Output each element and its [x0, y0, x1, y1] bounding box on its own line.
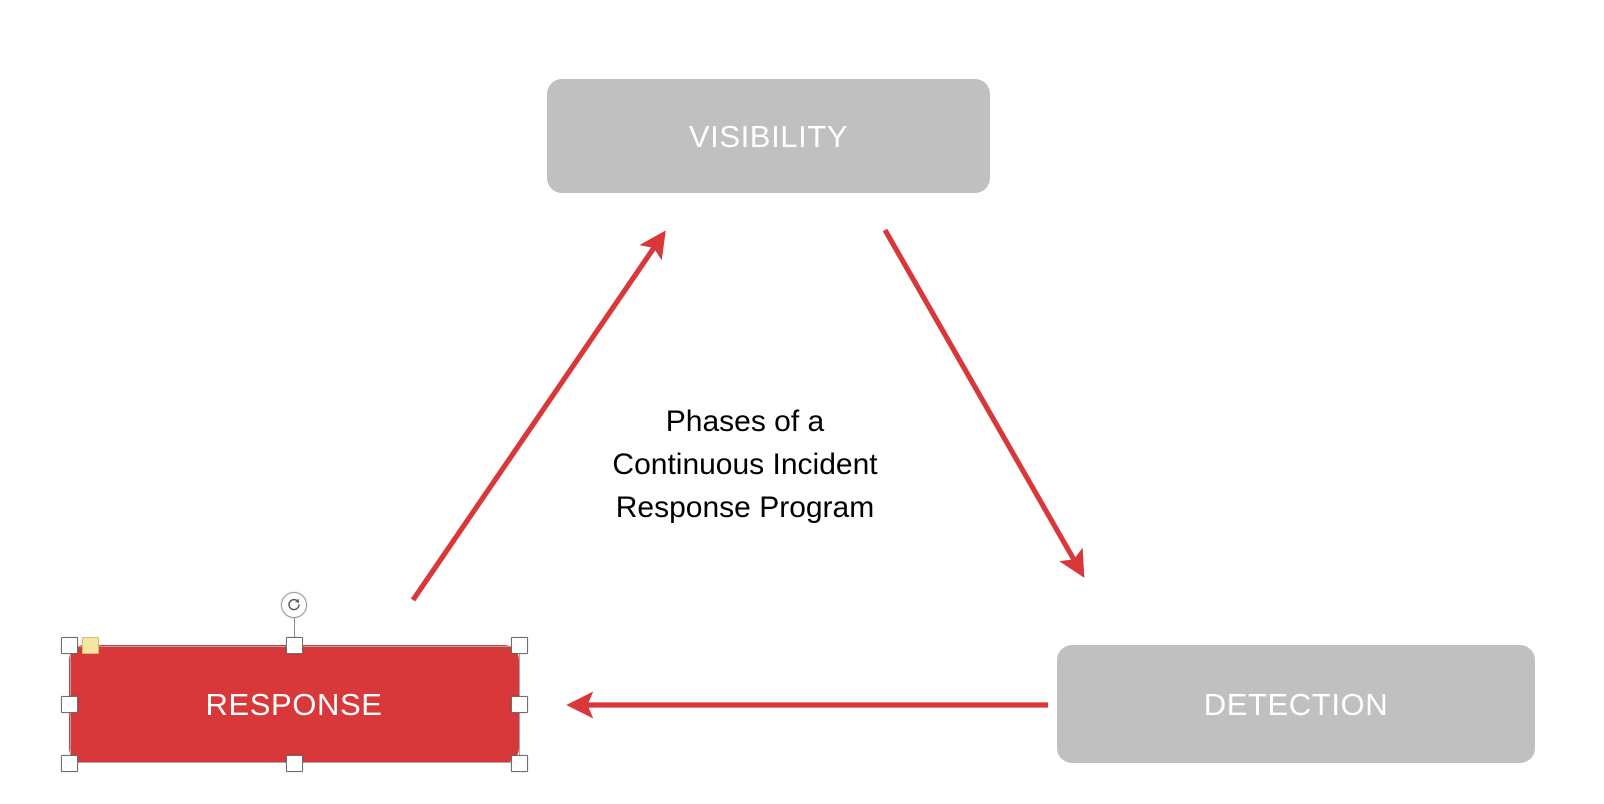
rotate-clockwise-icon[interactable]: [281, 592, 307, 618]
rotation-handle-stem: [294, 614, 296, 640]
resize-handle-top-center[interactable]: [286, 637, 303, 654]
resize-handle-top-left[interactable]: [61, 637, 78, 654]
shape-adjust-handle[interactable]: [82, 637, 99, 654]
resize-handle-middle-right[interactable]: [511, 696, 528, 713]
shape-response-label: RESPONSE: [205, 686, 383, 722]
shape-detection-label: DETECTION: [1203, 686, 1389, 722]
resize-handle-bottom-right[interactable]: [511, 755, 528, 772]
center-caption: Phases of a Continuous Incident Response…: [612, 405, 878, 524]
resize-handle-bottom-center[interactable]: [286, 755, 303, 772]
shape-response[interactable]: RESPONSE: [69, 645, 519, 763]
shape-visibility-label: VISIBILITY: [688, 118, 849, 154]
resize-handle-middle-left[interactable]: [61, 696, 78, 713]
shape-detection[interactable]: DETECTION: [1057, 645, 1535, 763]
resize-handle-bottom-left[interactable]: [61, 755, 78, 772]
selection-frame: [70, 646, 520, 763]
resize-handle-top-right[interactable]: [511, 637, 528, 654]
shape-visibility[interactable]: VISIBILITY: [547, 79, 990, 193]
